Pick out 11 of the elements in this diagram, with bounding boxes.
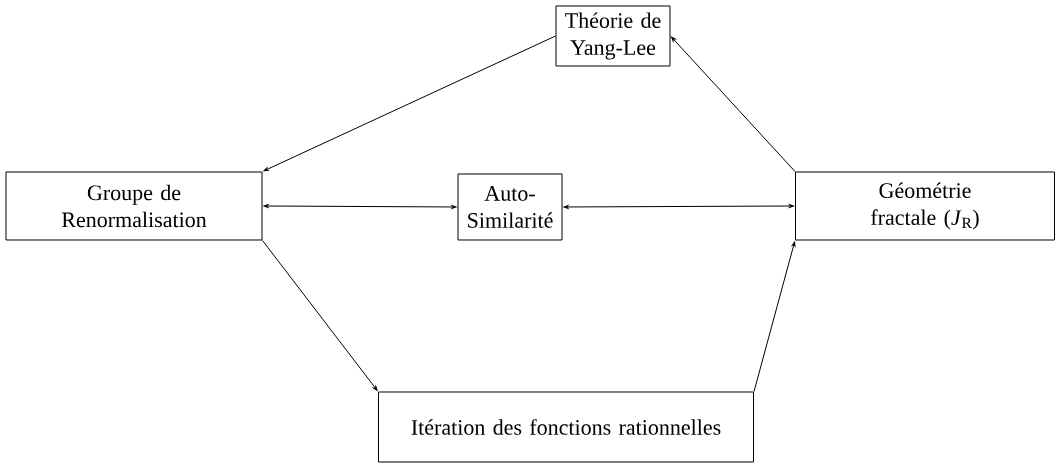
concept-box: Auto-Similarité: [457, 173, 563, 241]
arrow: [263, 35, 556, 172]
concept-box: Itération des fonctions rationnelles: [378, 391, 754, 463]
concept-box: Groupe de Renormalisation: [5, 171, 263, 241]
arrow: [753, 241, 796, 392]
concept-box: Géométrie fractale (J$_{R}$): [795, 171, 1055, 241]
arrow: [671, 36, 796, 172]
concept-box: Théorie de Yang-Lee: [555, 5, 671, 67]
arrow: [262, 240, 378, 391]
double-arrow: [263, 204, 457, 209]
double-arrow: [563, 204, 794, 209]
